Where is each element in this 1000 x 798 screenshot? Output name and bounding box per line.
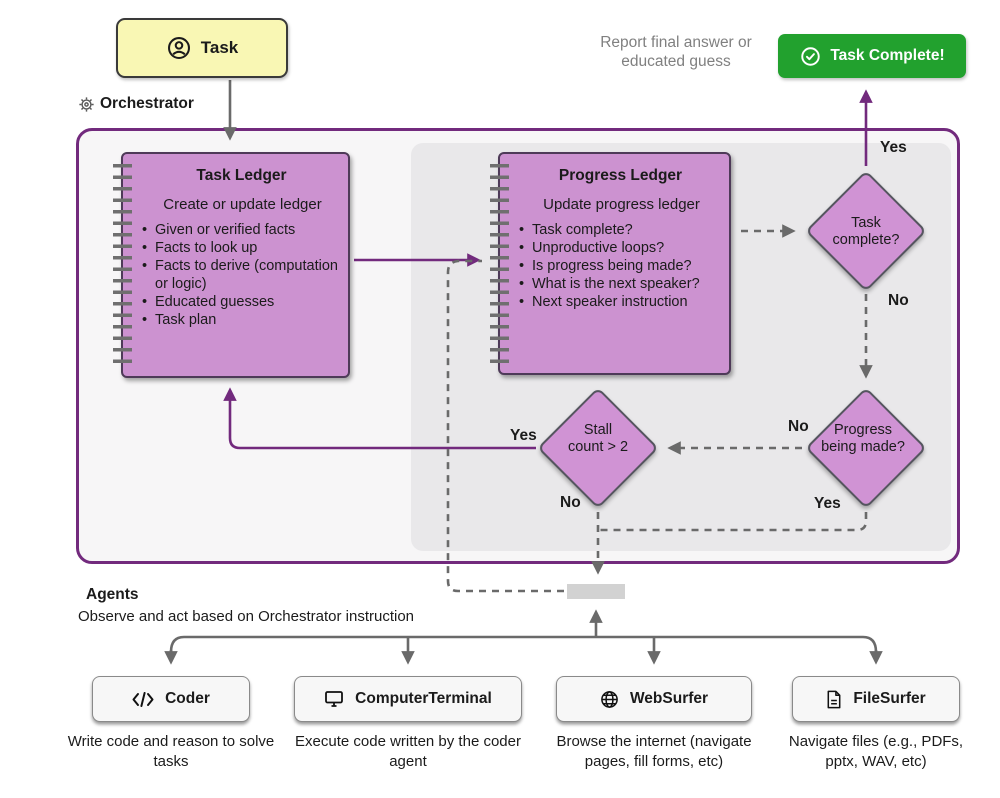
agent-name: FileSurfer: [853, 690, 926, 707]
agent-name: WebSurfer: [629, 690, 709, 707]
no-label: No: [560, 494, 581, 511]
no-label: No: [788, 418, 809, 435]
globe-icon: [600, 690, 619, 709]
yes-label: Yes: [880, 139, 907, 156]
agents-heading: Agents: [86, 586, 139, 603]
agent-websurfer: WebSurfer: [550, 670, 752, 722]
agent-caption-coder: Write code and reason to solve tasks: [67, 733, 275, 770]
list-item: Facts to derive (computation or logic): [142, 258, 340, 294]
task-ledger-title: Task Ledger: [196, 167, 287, 184]
agent-coder: Coder: [86, 670, 250, 722]
yes-label: Yes: [814, 495, 841, 512]
agent-caption-filesurfer: Navigate files (e.g., PDFs, pptx, WAV, e…: [788, 733, 964, 770]
progress-ledger: Progress Ledger Update progress ledger T…: [490, 152, 731, 375]
check-circle-icon: [799, 45, 822, 68]
task-ledger: Task Ledger Create or update ledger Give…: [113, 152, 350, 378]
list-item: Facts to look up: [142, 240, 340, 258]
agents-subheading: Observe and act based on Orchestrator in…: [78, 608, 415, 625]
task-box-label: Task: [200, 38, 239, 57]
agent-caption-websurfer: Browse the internet (navigate pages, fil…: [556, 733, 752, 770]
report-note-line2: educated guess: [621, 52, 731, 70]
agent-filesurfer: FileSurfer: [786, 670, 960, 722]
agents-rail: [169, 635, 878, 653]
list-item: What is the next speaker?: [519, 276, 721, 294]
orchestrator-label-text: Orchestrator: [100, 95, 194, 112]
list-item: Educated guesses: [142, 294, 340, 312]
agent-caption-computerterminal: Execute code written by the coder agent: [295, 733, 521, 770]
agent-name: Coder: [165, 690, 210, 707]
gear-icon: [78, 96, 95, 113]
progress-ledger-subtitle: Update progress ledger: [543, 196, 700, 213]
file-icon: [826, 690, 842, 709]
no-label: No: [888, 292, 909, 309]
report-note-line1: Report final answer or: [600, 34, 752, 51]
stall-count-decision-label: Stall count > 2: [567, 422, 629, 455]
code-icon: [132, 691, 154, 707]
progress-ledger-title: Progress Ledger: [558, 167, 683, 184]
task-complete-label: Task Complete!: [830, 47, 945, 64]
yes-label: Yes: [510, 427, 537, 444]
agents-junction-bar: [567, 584, 625, 599]
task-complete-badge: Task Complete!: [778, 34, 966, 78]
task-ledger-list: Given or verified facts Facts to look up…: [123, 222, 344, 330]
spiral-binding-icon: [113, 164, 132, 366]
agent-name: ComputerTerminal: [355, 690, 492, 707]
spiral-binding-icon: [490, 164, 509, 363]
agent-computerterminal: ComputerTerminal: [288, 670, 522, 722]
report-note: Report final answer or educated guess: [578, 34, 774, 71]
task-box: Task: [116, 18, 288, 78]
orchestrator-label: Orchestrator: [78, 95, 194, 113]
list-item: Task complete?: [519, 222, 721, 240]
terminal-icon: [324, 690, 344, 708]
list-item: Next speaker instruction: [519, 294, 721, 312]
list-item: Unproductive loops?: [519, 240, 721, 258]
list-item: Is progress being made?: [519, 258, 721, 276]
task-complete-decision-label: Task complete?: [832, 215, 900, 248]
list-item: Task plan: [142, 312, 340, 330]
user-icon: [166, 35, 192, 61]
list-item: Given or verified facts: [142, 222, 340, 240]
task-ledger-subtitle: Create or update ledger: [163, 196, 322, 213]
progress-made-decision-label: Progress being made?: [821, 422, 905, 455]
progress-ledger-list: Task complete? Unproductive loops? Is pr…: [500, 222, 725, 312]
